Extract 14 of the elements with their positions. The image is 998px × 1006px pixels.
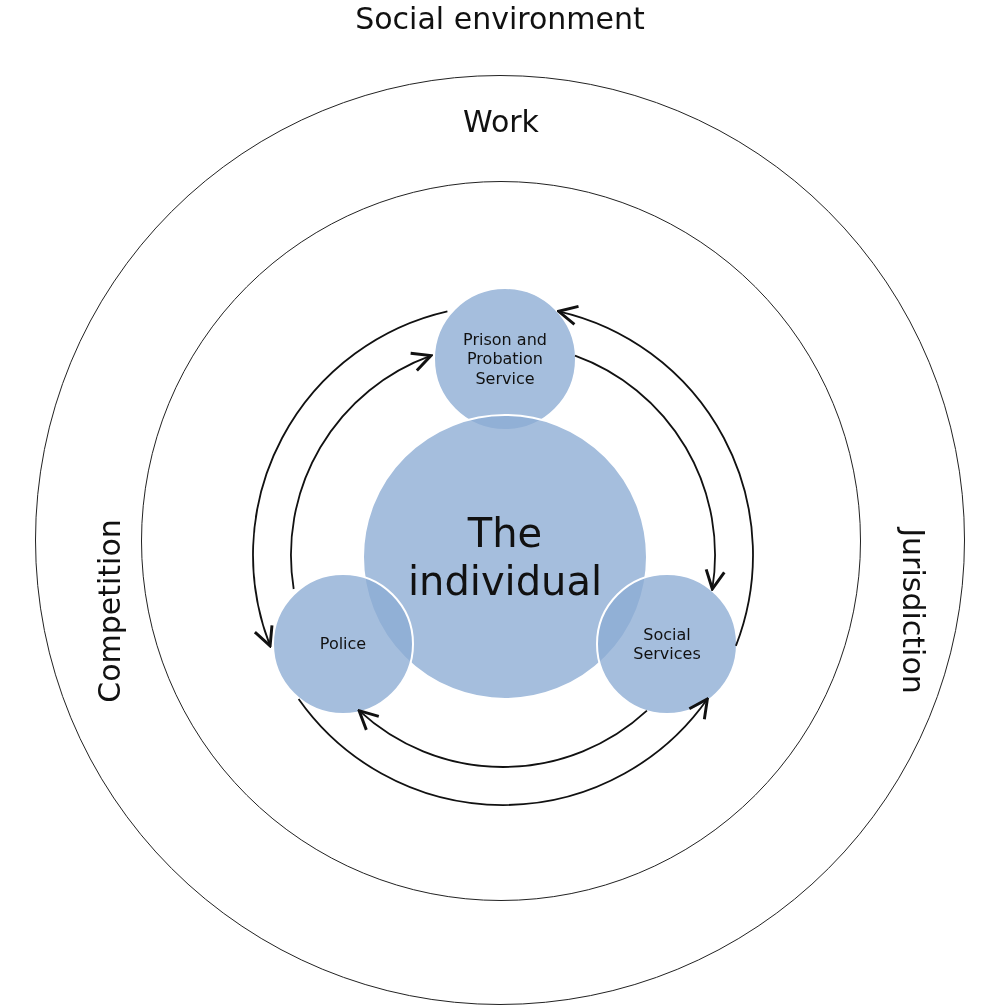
curved-arrow [252, 310, 449, 648]
node-label: Police [319, 634, 367, 654]
curved-arrow [357, 709, 648, 768]
curved-arrow [557, 306, 754, 647]
curved-arrow [574, 354, 725, 591]
ring-label: Jurisdiction [895, 528, 931, 694]
curved-arrow [297, 697, 709, 806]
context-label: Social environment [355, 0, 645, 36]
node-label: Social Services [632, 624, 702, 664]
ring-label: Competition [91, 519, 127, 703]
ring-label: Work [463, 103, 539, 139]
node-label: Prison and Probation Service [462, 330, 548, 388]
center-label: The individual [406, 509, 604, 605]
curved-arrow [290, 353, 433, 590]
